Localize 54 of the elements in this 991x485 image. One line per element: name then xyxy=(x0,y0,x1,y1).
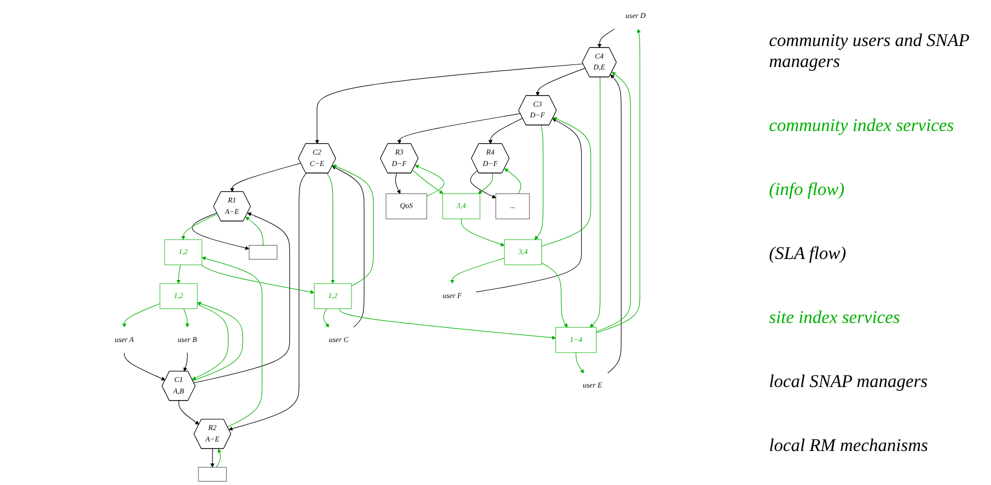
arrow xyxy=(178,400,200,425)
note-text: local SNAP managers xyxy=(769,370,929,392)
arrow xyxy=(542,262,568,328)
note-text: (info flow) xyxy=(769,178,846,200)
arrow xyxy=(210,448,215,468)
arrow xyxy=(504,168,522,194)
arrow xyxy=(192,212,250,250)
arrow xyxy=(536,68,586,96)
arrow xyxy=(184,308,190,328)
arrow xyxy=(415,164,445,197)
arrow xyxy=(315,64,584,144)
arrow xyxy=(476,118,582,292)
note-text: (SLA flow) xyxy=(769,242,848,264)
arrow xyxy=(488,118,524,144)
arrow xyxy=(324,308,330,328)
arrow xyxy=(201,264,315,294)
arrow xyxy=(184,352,188,372)
arrow xyxy=(542,117,592,247)
arrow xyxy=(332,164,374,286)
arrow xyxy=(398,113,521,144)
arrow xyxy=(461,218,505,246)
arrow xyxy=(534,124,544,240)
arrow xyxy=(590,76,601,328)
arrow xyxy=(598,28,616,48)
arrow xyxy=(339,308,556,340)
arrow xyxy=(596,28,642,334)
arrow xyxy=(450,258,506,284)
arrow xyxy=(246,216,264,246)
note-text: community index services xyxy=(769,114,955,136)
note-text: community users and SNAP managers xyxy=(769,30,970,72)
arrow xyxy=(608,74,622,374)
arrow xyxy=(230,162,302,192)
node-box xyxy=(198,467,227,482)
arrow xyxy=(332,166,365,328)
arrow xyxy=(182,214,218,240)
arrow xyxy=(202,256,263,428)
arrow xyxy=(192,304,229,380)
note-text: local RM mechanisms xyxy=(769,434,929,456)
arrow xyxy=(396,172,401,194)
arrow xyxy=(194,212,290,384)
arrow xyxy=(576,352,584,374)
arrow xyxy=(596,72,632,332)
node-box xyxy=(249,245,278,260)
arrow xyxy=(228,172,307,431)
arrow xyxy=(192,302,244,382)
arrow xyxy=(216,448,222,468)
arrow xyxy=(412,170,444,194)
arrow xyxy=(478,172,494,194)
note-text: site index services xyxy=(769,306,901,328)
arrow xyxy=(122,303,161,328)
arrow xyxy=(176,264,182,284)
arrow xyxy=(326,172,336,284)
arrow xyxy=(124,352,166,380)
arrow xyxy=(470,170,496,198)
